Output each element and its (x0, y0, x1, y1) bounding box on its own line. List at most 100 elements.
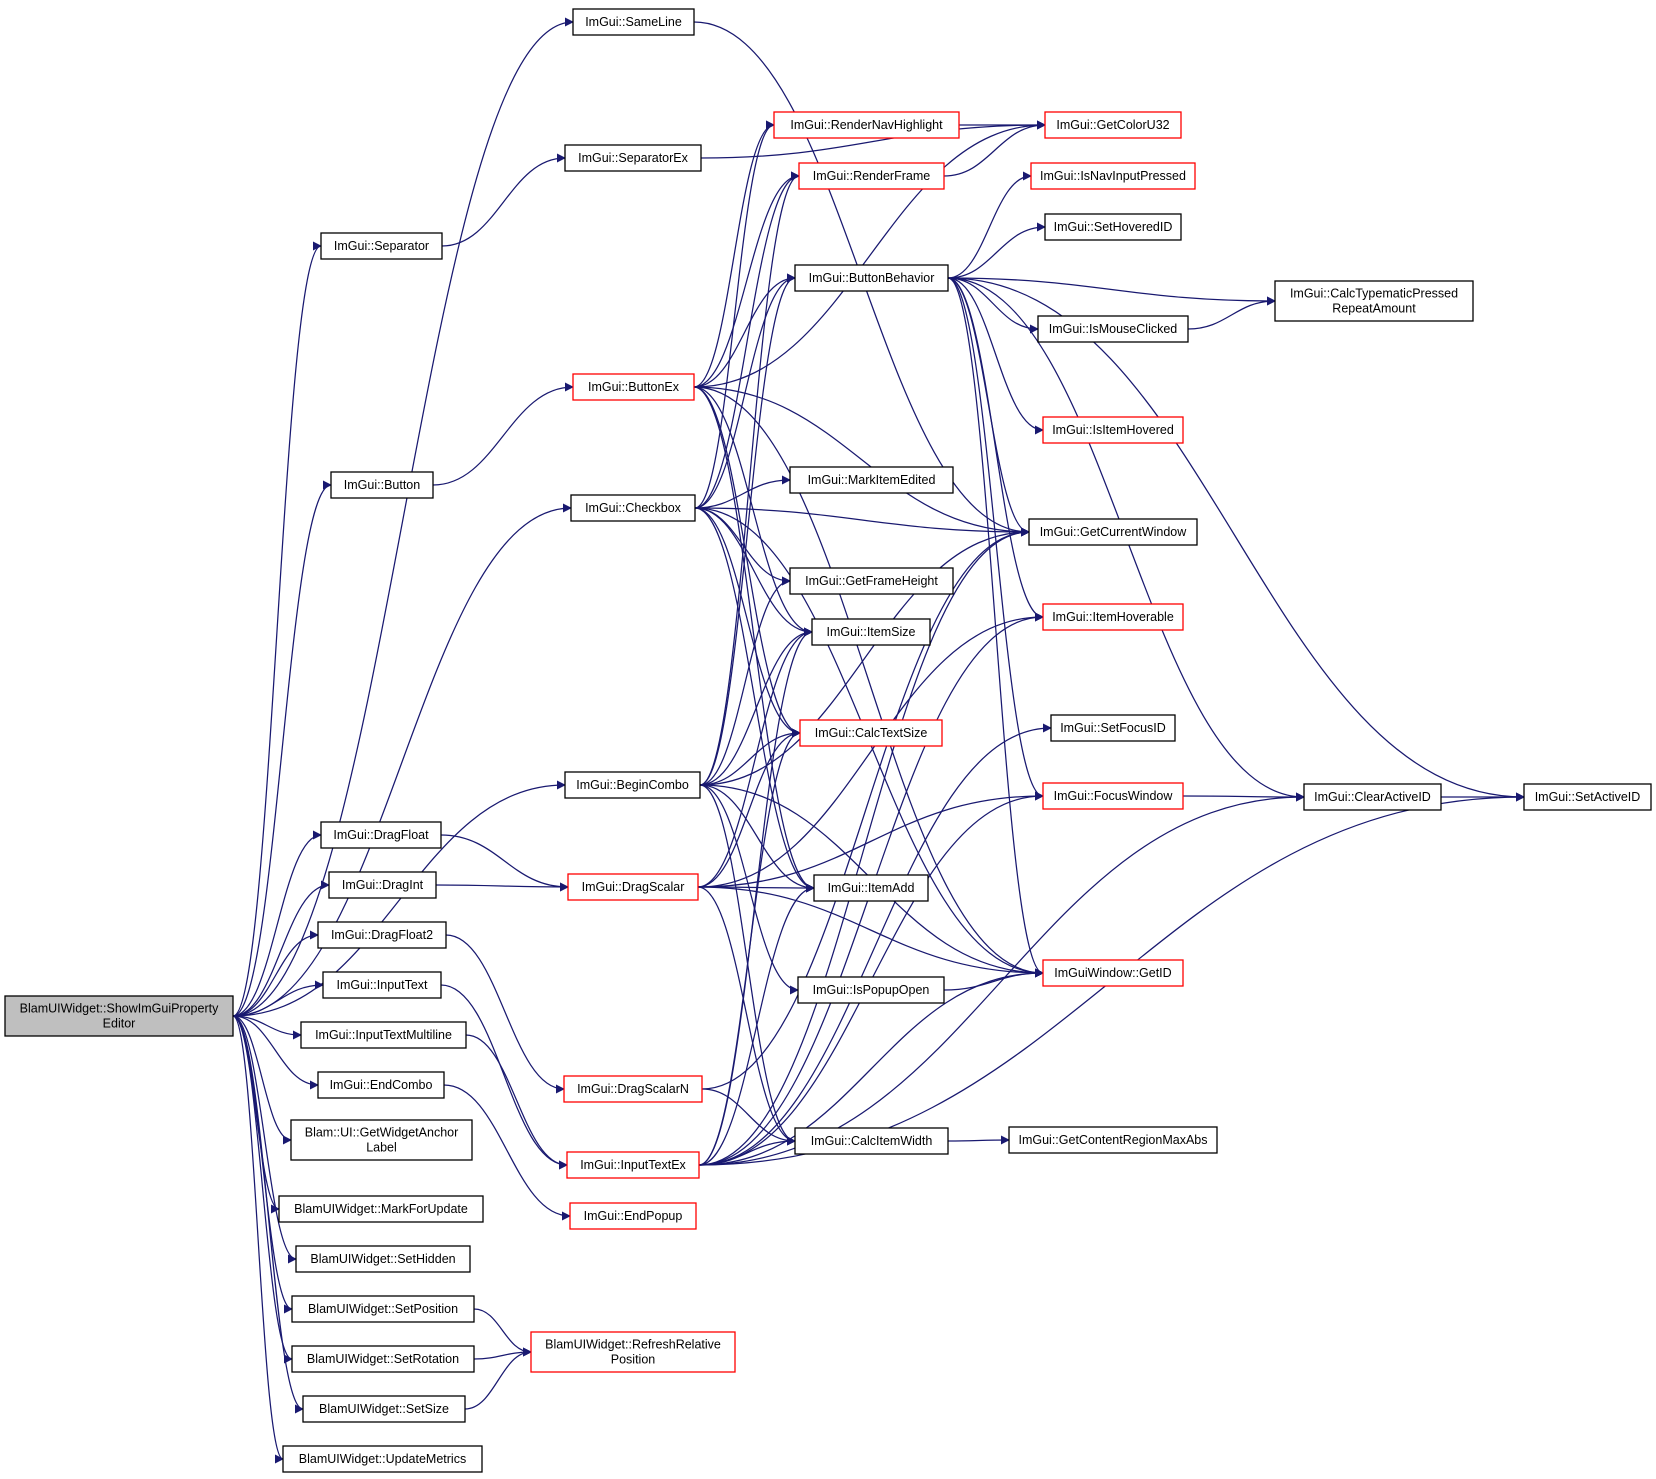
node-sameline[interactable]: ImGui::SameLine (572, 8, 695, 36)
node-setrotation[interactable]: BlamUIWidget::SetRotation (291, 1345, 475, 1373)
edge-buttonbehavior-to-windowgetid (947, 277, 1044, 978)
node-box (302, 1395, 466, 1423)
edge-root-to-beginCombo (232, 780, 566, 1017)
node-box (291, 1345, 475, 1373)
edge-root-to-checkbox (232, 503, 572, 1017)
node-dragint[interactable]: ImGui::DragInt (328, 871, 437, 899)
node-box (320, 821, 442, 849)
node-label: ImGui::MarkItemEdited (808, 473, 936, 487)
edge-separator-to-separatorex (441, 153, 566, 247)
node-isitemhovered[interactable]: ImGui::IsItemHovered (1042, 416, 1184, 444)
node-dragscalarn[interactable]: ImGui::DragScalarN (563, 1075, 703, 1103)
node-label: Label (366, 1141, 397, 1155)
edge-dragscalar-to-calcitemwidth (697, 886, 796, 1146)
edge-path (232, 1015, 284, 1464)
node-box (290, 1119, 473, 1161)
node-calctextsize[interactable]: ImGui::CalcTextSize (799, 719, 943, 747)
edge-buttonex-to-calctextsize (693, 386, 801, 738)
edge-inputtextex-to-getcurrentwindow (698, 527, 1030, 1166)
edge-buttonbehavior-to-ismouseclicked (947, 277, 1039, 334)
node-inputtextex[interactable]: ImGui::InputTextEx (566, 1151, 700, 1179)
node-clearactiveid[interactable]: ImGui::ClearActiveID (1303, 783, 1442, 811)
node-markitemedited[interactable]: ImGui::MarkItemEdited (789, 466, 954, 494)
node-updatemetrics[interactable]: BlamUIWidget::UpdateMetrics (282, 1445, 483, 1473)
node-separator[interactable]: ImGui::Separator (320, 232, 443, 260)
node-inputtext[interactable]: ImGui::InputText (322, 971, 442, 999)
node-ismouseclicked[interactable]: ImGui::IsMouseClicked (1037, 315, 1189, 343)
node-label: ImGuiWindow::GetID (1054, 966, 1171, 980)
edge-path (700, 120, 1046, 159)
node-box (4, 995, 234, 1037)
node-renderframe[interactable]: ImGui::RenderFrame (798, 162, 945, 190)
node-getcoloru32[interactable]: ImGui::GetColorU32 (1044, 111, 1182, 139)
edge-path (697, 886, 1044, 978)
node-button[interactable]: ImGui::Button (330, 471, 434, 499)
node-focuswindow[interactable]: ImGui::FocusWindow (1042, 782, 1184, 810)
node-setactiveid[interactable]: ImGui::SetActiveID (1523, 783, 1652, 811)
edge-path (943, 968, 1044, 991)
edge-beginCombo-to-calctextsize (699, 728, 801, 786)
edge-dragscalarn-to-getcurrentwindow (701, 527, 1030, 1090)
node-box (813, 874, 929, 902)
edge-root-to-updatemetrics (232, 1015, 284, 1464)
node-dragfloat[interactable]: ImGui::DragFloat (320, 821, 442, 849)
edge-checkbox-to-itemadd (694, 507, 815, 893)
edge-ismouseclicked-to-calctypematic (1187, 296, 1276, 330)
node-calcitemwidth[interactable]: ImGui::CalcItemWidth (794, 1127, 949, 1155)
edge-path (440, 834, 569, 892)
node-buttonbehavior[interactable]: ImGui::ButtonBehavior (794, 264, 949, 292)
node-itemsize[interactable]: ImGui::ItemSize (811, 618, 931, 646)
node-setfocusid[interactable]: ImGui::SetFocusID (1050, 714, 1176, 742)
node-inputtextml[interactable]: ImGui::InputTextMultiline (300, 1021, 467, 1049)
node-checkbox[interactable]: ImGui::Checkbox (570, 494, 696, 522)
node-sethidden[interactable]: BlamUIWidget::SetHidden (295, 1245, 471, 1273)
node-label: Editor (103, 1017, 136, 1031)
node-label: ImGui::RenderFrame (813, 169, 930, 183)
edge-path (699, 784, 815, 893)
edge-path (443, 1084, 571, 1221)
edge-path (232, 480, 332, 1017)
node-separatorex[interactable]: ImGui::SeparatorEx (564, 144, 702, 172)
node-buttonex[interactable]: ImGui::ButtonEx (572, 373, 695, 401)
node-box (572, 373, 695, 401)
node-isnavinput[interactable]: ImGui::IsNavInputPressed (1030, 162, 1196, 190)
node-dragfloat2[interactable]: ImGui::DragFloat2 (317, 921, 447, 949)
node-label: BlamUIWidget::SetSize (319, 1402, 449, 1416)
edge-buttonex-to-getcurrentwindow (693, 386, 1030, 537)
edge-buttonbehavior-to-isitemhovered (947, 277, 1044, 435)
node-label: BlamUIWidget::ShowImGuiProperty (20, 1002, 219, 1016)
node-beginCombo[interactable]: ImGui::BeginCombo (564, 771, 701, 799)
node-windowgetid[interactable]: ImGuiWindow::GetID (1042, 959, 1184, 987)
edge-path (947, 222, 1046, 279)
node-getcurrentwindow[interactable]: ImGui::GetCurrentWindow (1028, 518, 1198, 546)
edge-buttonbehavior-to-itemhoverable (947, 277, 1044, 622)
node-itemadd[interactable]: ImGui::ItemAdd (813, 874, 929, 902)
node-rendernav[interactable]: ImGui::RenderNavHighlight (773, 111, 960, 139)
edge-path (701, 1088, 796, 1146)
node-setsize[interactable]: BlamUIWidget::SetSize (302, 1395, 466, 1423)
node-box (317, 921, 447, 949)
edge-path (947, 171, 1032, 279)
node-ispopupopen[interactable]: ImGui::IsPopupOpen (797, 976, 945, 1004)
edge-path (1182, 792, 1305, 802)
edge-buttonex-to-rendernav (693, 120, 775, 388)
node-getframeheight[interactable]: ImGui::GetFrameHeight (789, 567, 954, 595)
node-box (1044, 111, 1182, 139)
edge-path (232, 241, 322, 1017)
node-itemhoverable[interactable]: ImGui::ItemHoverable (1042, 603, 1184, 631)
node-endpopup[interactable]: ImGui::EndPopup (569, 1202, 697, 1230)
node-markforupdate[interactable]: BlamUIWidget::MarkForUpdate (278, 1195, 484, 1223)
node-dragscalar[interactable]: ImGui::DragScalar (567, 873, 699, 901)
node-endcombo[interactable]: ImGui::EndCombo (317, 1071, 445, 1099)
node-sethoveredid[interactable]: ImGui::SetHoveredID (1044, 213, 1182, 241)
edge-dragfloat2-to-dragscalarn (445, 934, 565, 1094)
edge-path (693, 273, 796, 388)
edge-renderframe-to-getcoloru32 (943, 120, 1046, 177)
node-box (530, 1331, 736, 1373)
node-getcontentregion[interactable]: ImGui::GetContentRegionMaxAbs (1008, 1126, 1218, 1154)
node-setposition[interactable]: BlamUIWidget::SetPosition (291, 1295, 475, 1323)
